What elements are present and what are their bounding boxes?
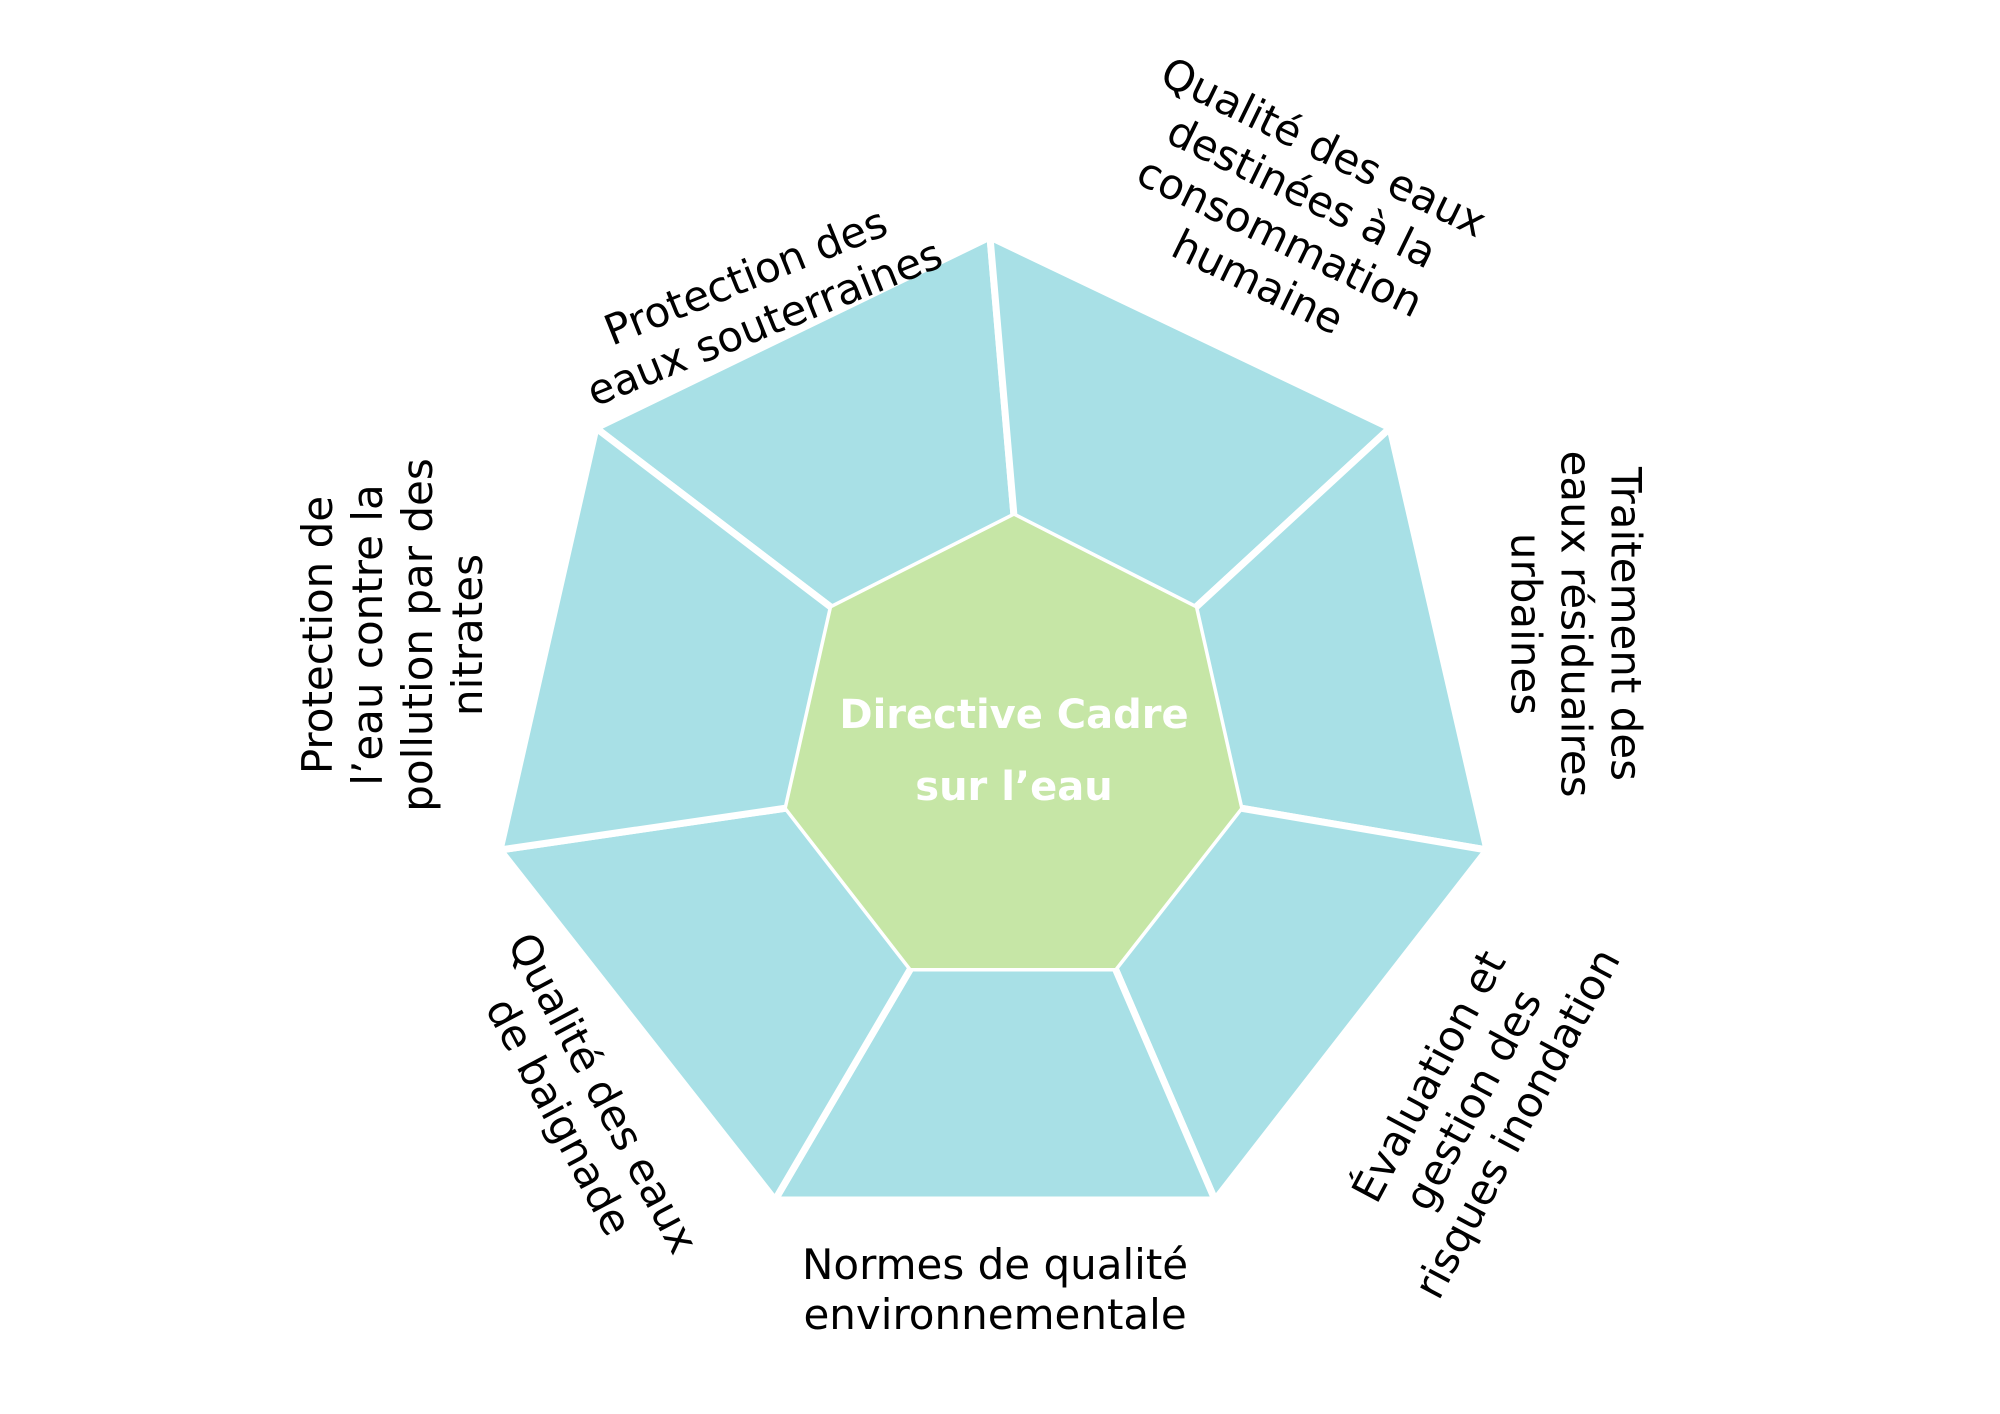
center-heptagon <box>787 516 1240 968</box>
center-title-line1: Directive Cadre <box>839 692 1188 738</box>
segment-label-nitrates: Protection de l’eau contre la pollution … <box>292 458 492 812</box>
segment-label-urban-wastewater: Traitement des eaux résiduaires urbaines <box>1500 450 1650 798</box>
center-title-line2: sur l’eau <box>915 764 1112 810</box>
segment-label-environmental-quality: Normes de qualité environnementale <box>802 1240 1189 1339</box>
